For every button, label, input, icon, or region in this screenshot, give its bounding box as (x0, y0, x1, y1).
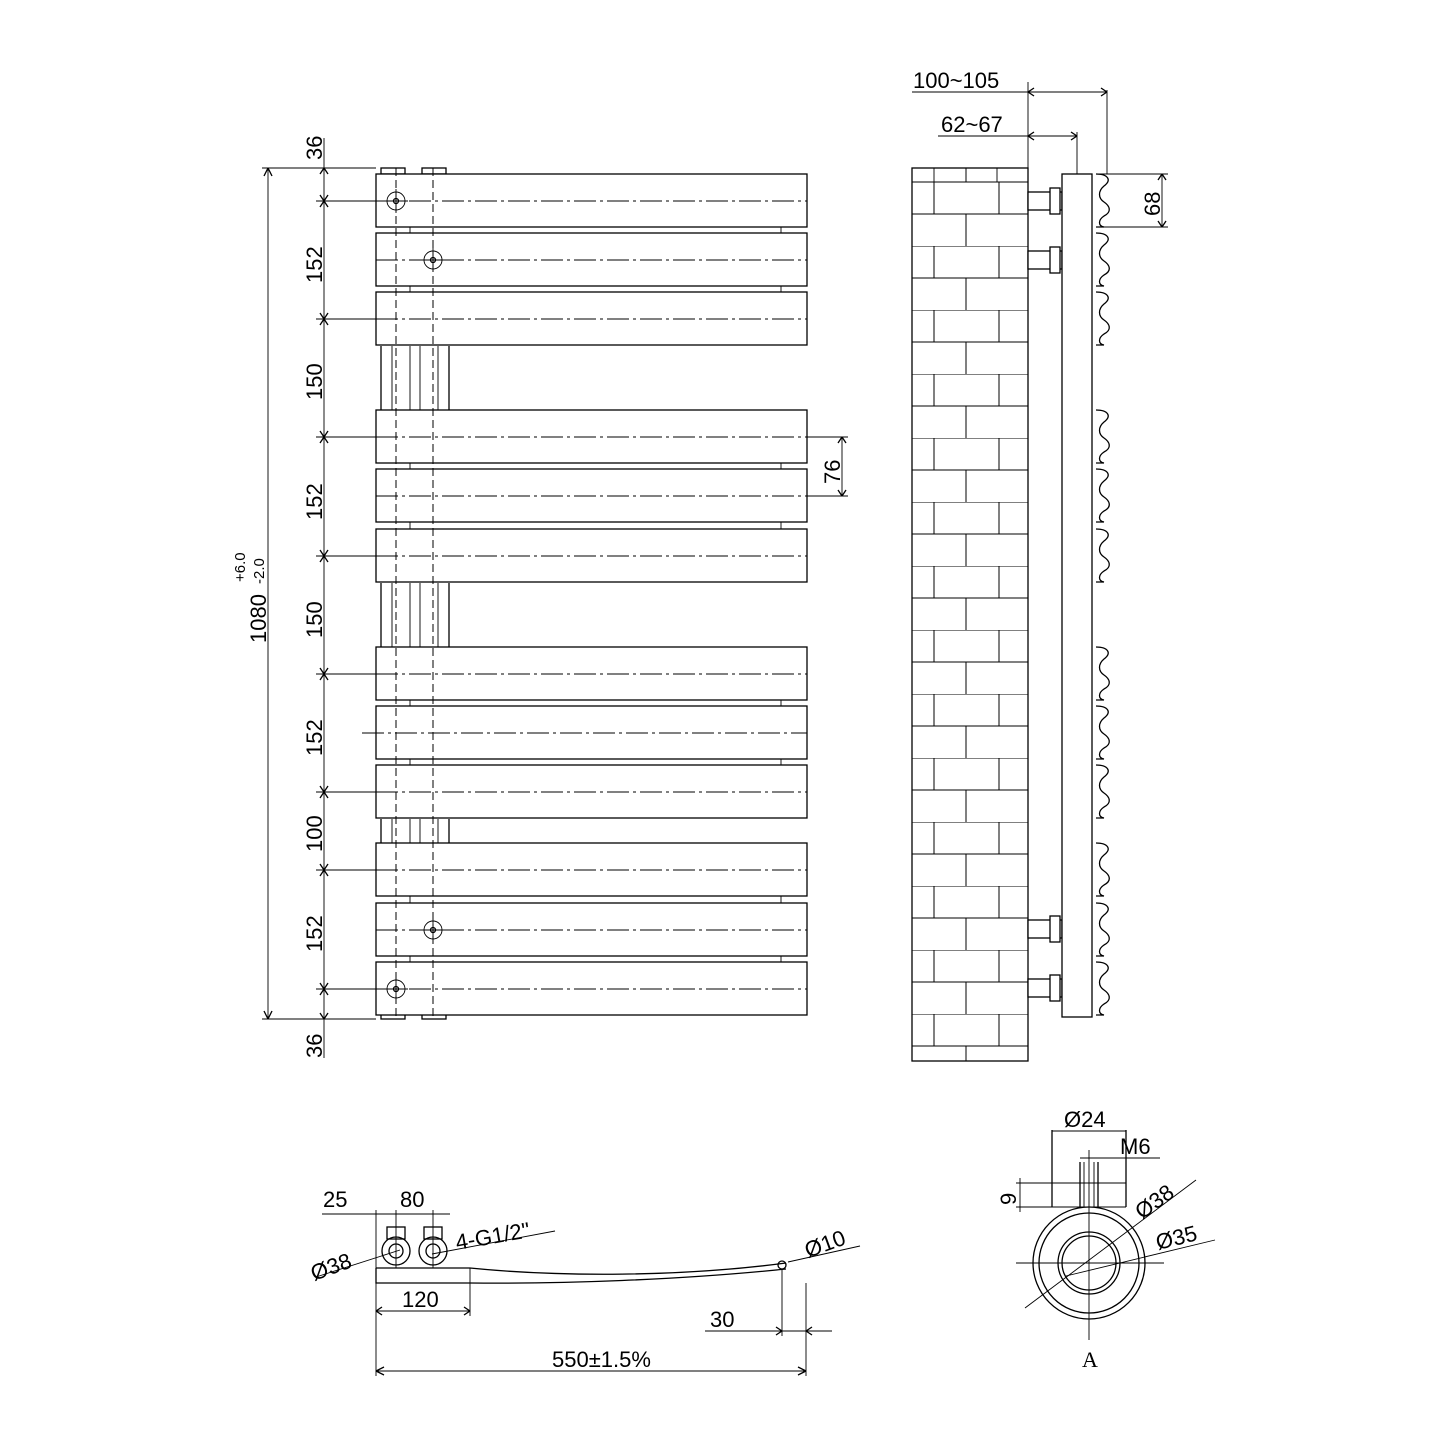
left-dimension-chain: 36 152 150 152 150 152 100 152 36 (302, 136, 396, 1058)
valve-connectors (381, 1210, 787, 1270)
detail-dims: Ø24 M6 9 Ø38 Ø35 (996, 1107, 1216, 1309)
mounting-stem (1051, 1130, 1127, 1207)
dia-38-label: Ø38 (307, 1248, 355, 1286)
connections-label: 4-G1/2" (454, 1217, 532, 1255)
thread-m6: M6 (1120, 1134, 1151, 1159)
wall (911, 167, 1029, 1062)
dim-bottom-36: 36 (302, 1034, 327, 1058)
height-tolerance-lower: -2.0 (251, 558, 268, 584)
height-value: 1080 (246, 594, 271, 643)
overall-height-dimension: 1080 +6.0 -2.0 (232, 167, 324, 1020)
dim-152-b: 152 (302, 483, 327, 520)
dim-100: 100 (302, 815, 327, 852)
header-tube-side (1061, 173, 1093, 1018)
dim-80: 80 (400, 1187, 424, 1212)
dia-35-detail: Ø35 (1153, 1221, 1199, 1255)
side-view: 100~105 62~67 68 (911, 68, 1168, 1062)
dim-30-group: 30 (705, 1269, 832, 1376)
dim-152-a: 152 (302, 246, 327, 283)
dim-152-d: 152 (302, 915, 327, 952)
depth-dimensions: 100~105 62~67 (912, 68, 1108, 174)
dim-30: 30 (710, 1307, 734, 1332)
dim-150-b: 150 (302, 601, 327, 638)
detail-a: Ø24 M6 9 Ø38 Ø35 A (996, 1107, 1216, 1372)
dim-550: 550±1.5% (552, 1347, 651, 1372)
dim-120-group: 120 (375, 1283, 471, 1376)
dia-24: Ø24 (1064, 1107, 1106, 1132)
dia-38-detail: Ø38 (1130, 1179, 1178, 1224)
dim-62-67: 62~67 (941, 112, 1003, 137)
dim-76: 76 (820, 460, 845, 484)
header-center-lines (395, 168, 434, 1019)
dia-10-label: Ø10 (801, 1225, 849, 1263)
bar-profiles-side (1095, 173, 1110, 1016)
heating-bars (375, 173, 808, 1016)
dim-100-105: 100~105 (913, 68, 999, 93)
detail-label-a: A (1082, 1347, 1098, 1372)
bar-height-dimension: 76 (807, 436, 848, 497)
dim-120: 120 (402, 1287, 439, 1312)
bottom-view: 25 80 4-G1/2" Ø38 Ø10 120 30 (307, 1187, 861, 1376)
dim-68: 68 (1140, 192, 1165, 216)
dim-152-c: 152 (302, 719, 327, 756)
dim-25: 25 (323, 1187, 347, 1212)
dim-top-36: 36 (302, 136, 327, 160)
wall-brackets (1027, 187, 1063, 1002)
front-view: 36 152 150 152 150 152 100 152 36 1080 +… (232, 136, 848, 1058)
height-tolerance-upper: +6.0 (232, 552, 249, 582)
width-dimension: 550±1.5% (375, 1347, 807, 1376)
bar-center-lines (362, 200, 807, 990)
curved-bar-plan (376, 1262, 787, 1275)
bracket-height-dimension: 68 (1096, 173, 1168, 228)
header-tubes (380, 167, 450, 1020)
dim-9: 9 (996, 1193, 1021, 1205)
dim-150-a: 150 (302, 363, 327, 400)
